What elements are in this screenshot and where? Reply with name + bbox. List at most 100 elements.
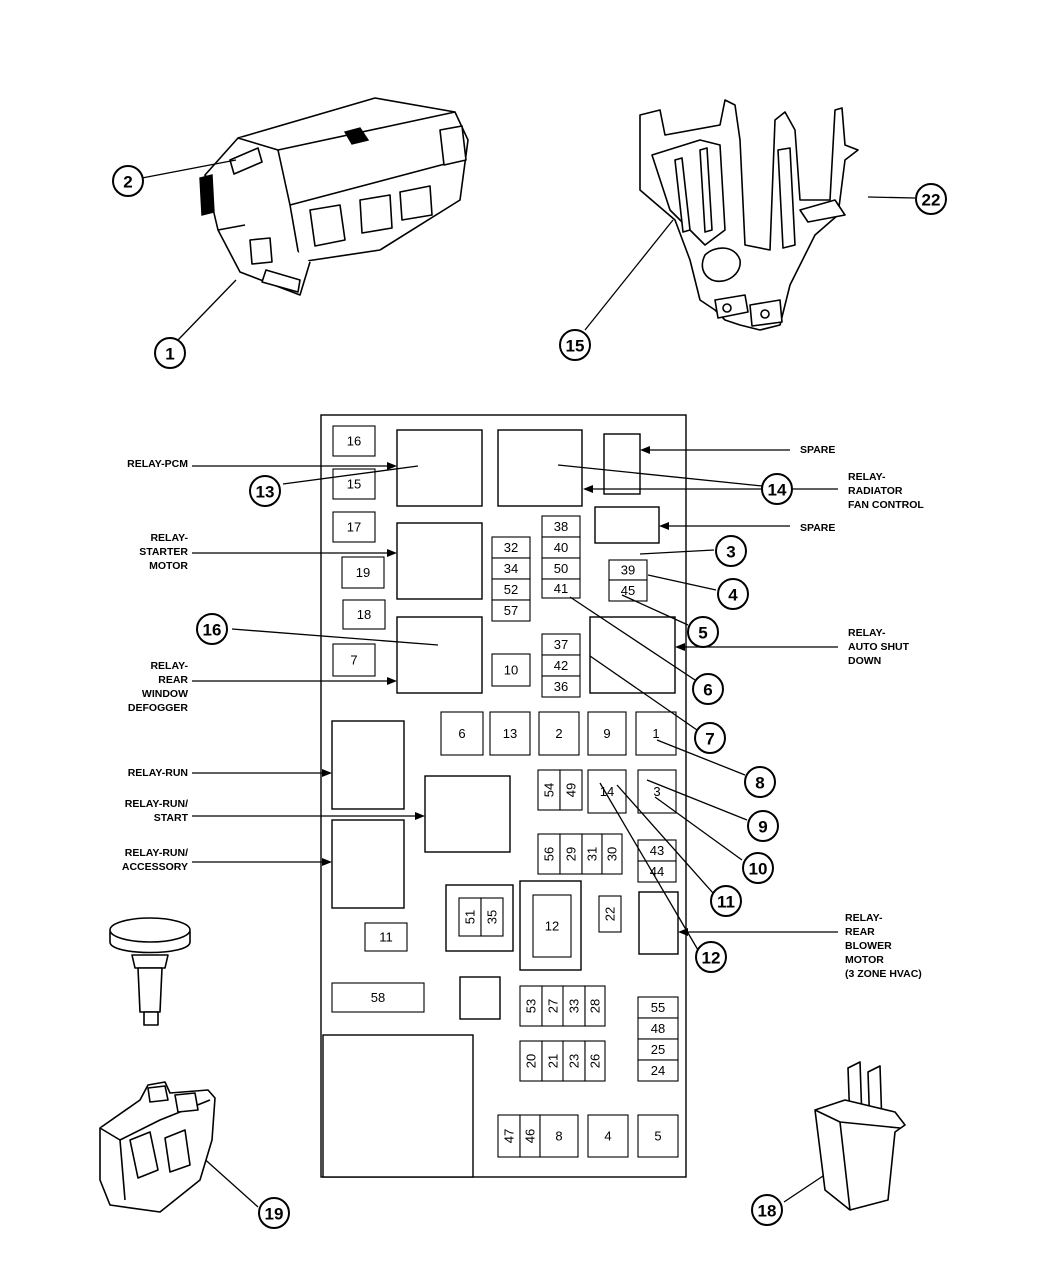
relay-blower-slot: [638, 891, 679, 955]
fuse-number: 47: [502, 1129, 517, 1143]
blank-large-slot: [322, 1034, 474, 1178]
fuse-slot-22: 22: [598, 895, 622, 933]
fuse-slot-4: 4: [587, 1114, 629, 1158]
callout-16: 16: [196, 613, 228, 645]
fuse-number: 57: [504, 603, 518, 618]
svg-text:13: 13: [256, 483, 275, 502]
callout-19: 19: [258, 1197, 290, 1229]
fuse-slot-34: 34: [491, 557, 531, 580]
callout-22: 22: [915, 183, 947, 215]
label-run-accessory: RELAY-RUN/ACCESSORY: [122, 847, 188, 873]
fuse-number: 12: [545, 919, 559, 934]
fuse-slot-26: 26: [584, 1040, 606, 1082]
fuse-slot-19: 19: [341, 556, 385, 589]
leader-lines: [141, 159, 916, 1208]
svg-text:9: 9: [758, 818, 767, 837]
fuse-slot-24: 24: [637, 1059, 679, 1082]
fuse-number: 38: [554, 519, 568, 534]
fuse-slot-13: 13: [489, 711, 531, 756]
fuse-slot-53: 53: [519, 985, 543, 1027]
fuse-slot-16: 16: [332, 425, 376, 457]
fuse-number: 13: [503, 726, 517, 741]
fuse-slot-58: 58: [331, 982, 425, 1013]
svg-text:11: 11: [717, 893, 735, 912]
svg-text:3: 3: [726, 543, 735, 562]
fuse-slot-48: 48: [637, 1017, 679, 1040]
fuse-number: 2: [555, 726, 562, 741]
svg-text:22: 22: [922, 191, 941, 210]
fuse-number: 34: [504, 561, 518, 576]
label-run: RELAY-RUN: [128, 767, 188, 779]
callout-3: 3: [715, 535, 747, 567]
callout-15: 15: [559, 329, 591, 361]
blade-fuse-illustration: [814, 1061, 906, 1211]
fuse-slot-5: 5: [637, 1114, 679, 1158]
label-pcm: RELAY-PCM: [127, 458, 188, 470]
relay-pcm-slot: [396, 429, 483, 507]
fuse-number: 32: [504, 540, 518, 555]
fuse-slot-56: 56: [537, 833, 561, 875]
fuse-slot-37: 37: [541, 633, 581, 656]
fuse-number: 30: [605, 847, 620, 861]
fuse-number: 33: [567, 999, 582, 1013]
fuse-slot-33: 33: [562, 985, 586, 1027]
fuse-slot-51: 51: [458, 897, 482, 937]
fuse-number: 56: [542, 847, 557, 861]
fuse-number: 58: [371, 990, 385, 1005]
callout-18: 18: [751, 1194, 783, 1226]
fuse-number: 41: [554, 581, 568, 596]
fuse-slot-18: 18: [342, 599, 386, 630]
relay-run-slot: [331, 720, 405, 810]
fuse-slot-1: 1: [635, 711, 677, 756]
fuse-number: 18: [357, 607, 371, 622]
fuse-number: 43: [650, 843, 664, 858]
relay-illustration: [99, 1081, 216, 1213]
blank-slot-a: [459, 976, 501, 1020]
fuse-number: 39: [621, 563, 635, 578]
fuse-slot-40: 40: [541, 536, 581, 559]
fuse-slot-32: 32: [491, 536, 531, 559]
svg-text:10: 10: [749, 860, 768, 879]
callout-6: 6: [692, 673, 724, 705]
fuse-slot-47: 47: [497, 1114, 521, 1158]
svg-text:14: 14: [768, 481, 787, 500]
callout-9: 9: [747, 810, 779, 842]
fuse-number: 5: [654, 1129, 661, 1144]
callout-1: 1: [154, 337, 186, 369]
svg-text:8: 8: [755, 774, 764, 793]
callout-11: 11: [710, 885, 742, 917]
relay-radiator-slot: [497, 429, 583, 507]
label-spare-top: SPARE: [800, 444, 835, 456]
fuse-slot-42: 42: [541, 654, 581, 677]
fuse-slot-17: 17: [332, 511, 376, 543]
fuse-number: 45: [621, 583, 635, 598]
svg-text:12: 12: [702, 949, 721, 968]
relay-auto-shut-slot: [589, 616, 676, 694]
callout-5: 5: [687, 616, 719, 648]
svg-text:6: 6: [703, 681, 712, 700]
fuse-number: 16: [347, 434, 361, 449]
fuse-number: 21: [546, 1054, 561, 1068]
fuse-slot-55: 55: [637, 996, 679, 1019]
fuse-number: 4: [604, 1129, 611, 1144]
fuse-slot-8: 8: [539, 1114, 579, 1158]
fuse-slot-25: 25: [637, 1038, 679, 1061]
svg-text:16: 16: [203, 621, 222, 640]
fuse-number: 15: [347, 477, 361, 492]
fuse-number: 52: [504, 582, 518, 597]
fuse-slot-54: 54: [537, 769, 561, 811]
fuse-slot-15: 15: [332, 468, 376, 500]
svg-text:15: 15: [566, 337, 585, 356]
fuse-number: 54: [542, 783, 557, 797]
svg-text:2: 2: [123, 173, 132, 192]
fuse-number: 23: [567, 1054, 582, 1068]
callout-10: 10: [742, 852, 774, 884]
callout-13: 13: [249, 475, 281, 507]
relay-run-start-slot: [424, 775, 511, 853]
fuse-number: 3: [653, 784, 660, 799]
fuse-number: 26: [588, 1054, 603, 1068]
fuse-number: 40: [554, 540, 568, 555]
